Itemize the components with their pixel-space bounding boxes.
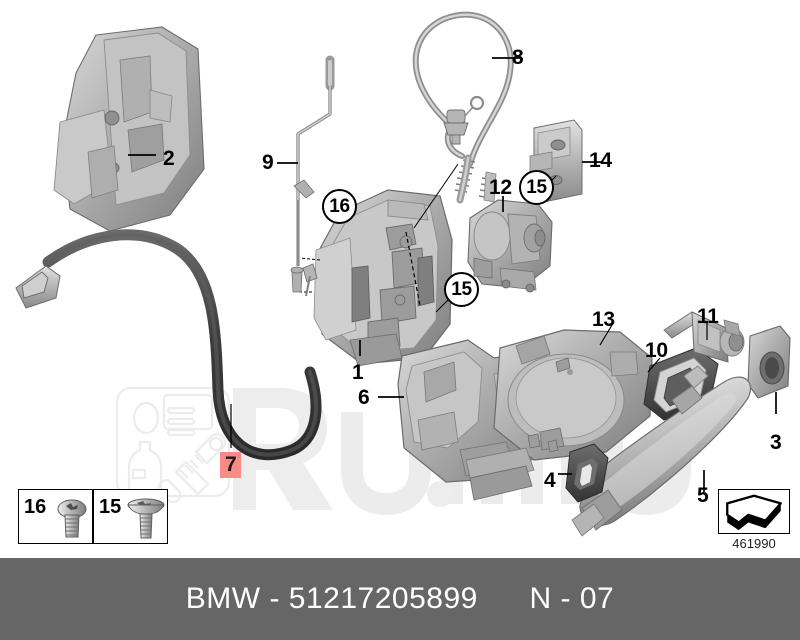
legend-item-15: 15 [93,489,168,544]
footer-bar: BMW - 51217205899 N - 07 [0,558,800,640]
footer-brand: BMW [185,582,261,615]
part-11-lock-cylinder [663,311,745,363]
callout-9: 9 [262,151,274,174]
direction-arrow-icon [726,494,782,531]
part-13-handle-base [465,324,653,501]
part-2-lock-module [53,26,205,232]
part-3-end-cap [747,325,791,414]
part-12-actuator-motor [467,171,553,293]
callout-14: 14 [589,149,612,172]
part-5-door-handle [571,365,752,537]
small-fasteners [527,357,571,453]
callout-15-lower: 15 [444,272,479,307]
footer-dash: - [269,582,280,615]
footer-section-letter: N [529,582,552,615]
part-1-door-lock [299,163,459,367]
callout-12: 12 [489,176,512,199]
callout-7: 7 [220,452,242,478]
parts-illustration [15,11,791,537]
callout-4: 4 [544,469,556,492]
footer-text: BMW - 51217205899 N - 07 [186,582,614,616]
footer-part-number: 51217205899 [288,582,478,615]
callout-11: 11 [697,305,719,328]
direction-indicator-box [718,489,790,534]
callout-5: 5 [697,484,709,507]
direction-code: 461990 [732,536,776,551]
callout-16: 16 [322,189,357,224]
part-8-bowden-cable [412,11,522,204]
part-4-seal [558,443,609,503]
callout-10: 10 [645,339,668,362]
legend-item-16: 16 [18,489,93,544]
callout-8: 8 [512,46,524,69]
callout-3: 3 [770,431,782,454]
footer-section-number: 07 [579,582,615,615]
legend-number-16: 16 [24,496,47,518]
part-7-bowden-cable [15,229,322,461]
callout-6: 6 [358,386,370,409]
part-9-operating-rod [277,55,335,266]
pan-head-screw-icon [57,499,87,538]
legend-number-15: 15 [99,496,122,518]
callout-13: 13 [592,308,615,331]
part-15-screws-small [290,179,315,293]
callout-15-upper: 15 [519,170,554,205]
footer-section-dash: - [560,582,572,615]
callout-2: 2 [163,147,175,170]
countersunk-screw-icon [127,498,165,539]
callout-1: 1 [352,361,364,384]
